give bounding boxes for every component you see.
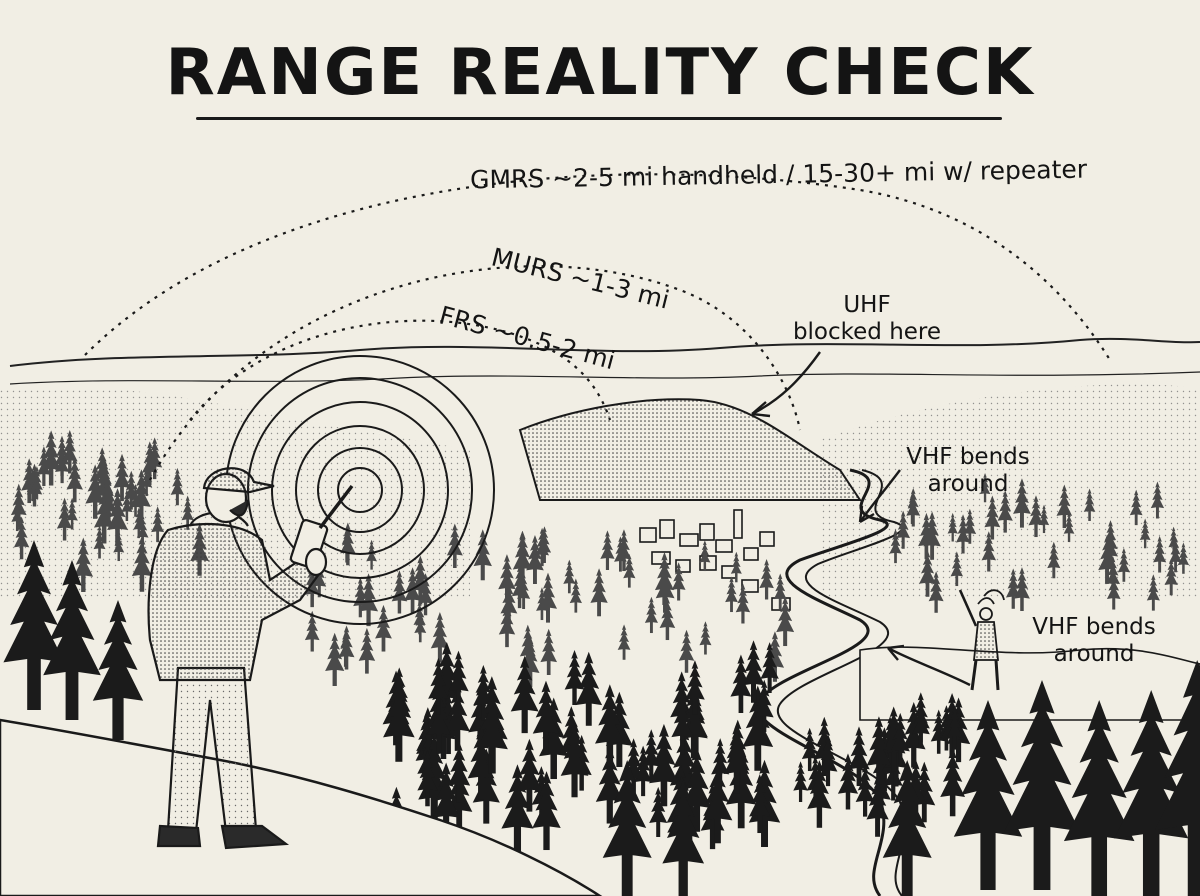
pine-tree — [569, 578, 582, 613]
hiker-with-radio — [147, 467, 354, 850]
pine-tree — [358, 627, 376, 674]
pine-tree — [742, 685, 774, 771]
vhf-lower-arrow — [887, 646, 971, 687]
blocking-mountain — [518, 398, 862, 501]
vhf-bends-upper-label: VHF bends around — [906, 444, 1030, 497]
pine-tree — [325, 632, 345, 686]
far-hill — [859, 646, 1200, 721]
pine-tree — [759, 558, 774, 600]
pine-tree — [92, 600, 144, 740]
vhf-upper-arrow — [859, 469, 901, 523]
pine-tree — [699, 621, 712, 655]
range-arcs — [84, 173, 1111, 481]
murs-range-arc — [149, 265, 802, 481]
distant-mountains — [9, 337, 1200, 385]
pine-tree — [659, 596, 676, 641]
cliff-ledge — [0, 718, 603, 896]
signal-waves — [225, 355, 495, 625]
distant-radio-user — [958, 589, 1005, 691]
pine-tree — [617, 624, 631, 660]
pine-tree — [590, 568, 608, 617]
pine-tree — [644, 596, 658, 634]
annotation-arrows — [751, 351, 971, 687]
pine-tree — [540, 628, 558, 676]
uhf-blocked-label: UHF blocked here — [792, 292, 942, 345]
vhf-bends-lower-label: VHF bends around — [1032, 614, 1156, 667]
pine-tree — [600, 530, 615, 571]
pine-tree — [375, 604, 392, 652]
town — [639, 509, 791, 611]
pine-tree — [793, 761, 808, 802]
page-title: RANGE REALITY CHECK — [165, 36, 1035, 110]
pine-tree — [1063, 700, 1135, 896]
uhf-arrow — [751, 351, 821, 416]
title-underline — [196, 117, 1002, 120]
pine-tree — [678, 629, 695, 673]
